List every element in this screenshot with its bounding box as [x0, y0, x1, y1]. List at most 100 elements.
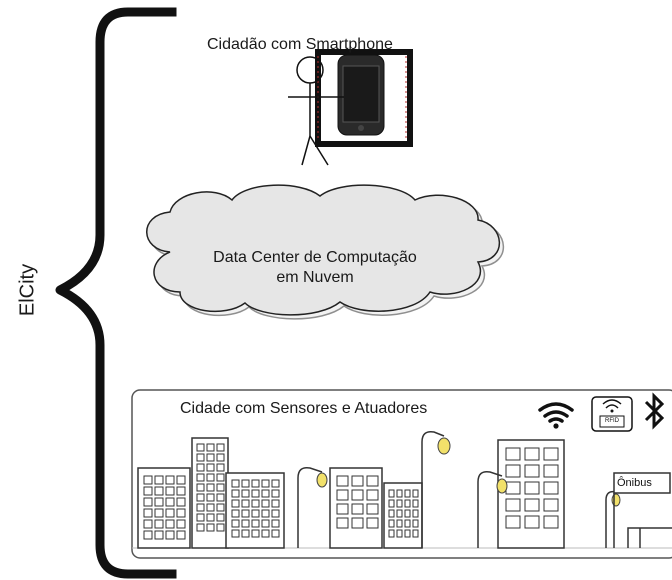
building-window [196, 493, 205, 502]
building-window [366, 489, 379, 501]
building-window [143, 519, 153, 529]
building-window [143, 497, 153, 507]
building-window [543, 481, 559, 495]
building-window [412, 499, 419, 508]
building-window [251, 499, 260, 508]
building-window [143, 486, 153, 496]
building-window [271, 499, 280, 508]
building-window [404, 489, 411, 498]
building-window [505, 447, 521, 461]
building-window [206, 523, 215, 532]
building-window [196, 513, 205, 522]
building-window [388, 499, 395, 508]
building-window [388, 529, 395, 538]
building-window [216, 523, 225, 532]
building-window [505, 464, 521, 478]
city-panel [131, 389, 672, 559]
bluetooth-icon [644, 392, 665, 430]
building-window [336, 489, 349, 501]
building-window [251, 479, 260, 488]
lamp-bulbs [316, 437, 621, 507]
building-window [251, 529, 260, 538]
building-window [196, 473, 205, 482]
building-window [206, 473, 215, 482]
building-window [271, 529, 280, 538]
building-window [196, 483, 205, 492]
building-window [412, 529, 419, 538]
building-window [261, 499, 270, 508]
building-window [196, 503, 205, 512]
building-window [216, 453, 225, 462]
building-window [524, 498, 540, 512]
building-window [366, 503, 379, 515]
wifi-icon [538, 402, 574, 423]
cloud-label: Data Center de Computação em Nuvem [200, 248, 430, 288]
building-window [396, 509, 403, 518]
building-window [396, 499, 403, 508]
building-window [206, 513, 215, 522]
building-window [206, 493, 215, 502]
building-window [176, 475, 186, 485]
building-window [241, 479, 250, 488]
elcity-label: ElCity [16, 263, 39, 317]
building-window [231, 519, 240, 528]
building-window [196, 463, 205, 472]
building-window [543, 447, 559, 461]
building-window [231, 509, 240, 518]
building-window [524, 447, 540, 461]
building-window [241, 509, 250, 518]
building-window [154, 508, 164, 518]
building-window [176, 519, 186, 529]
building-window [216, 483, 225, 492]
cloud-data-center [146, 184, 505, 320]
building-window [165, 497, 175, 507]
building-window [216, 493, 225, 502]
building-window [336, 475, 349, 487]
building-window [271, 509, 280, 518]
building-window [524, 515, 540, 529]
building-window [216, 513, 225, 522]
building-window [543, 498, 559, 512]
building-window [216, 473, 225, 482]
building-window [336, 517, 349, 529]
building-window [261, 489, 270, 498]
building-window [165, 530, 175, 540]
building-window [206, 453, 215, 462]
building-window [412, 509, 419, 518]
building-window [404, 509, 411, 518]
building-window [231, 529, 240, 538]
building-window [543, 515, 559, 529]
building-window [143, 475, 153, 485]
building-window [196, 453, 205, 462]
cloud-label-line1: Data Center de Computação [213, 249, 417, 266]
building-window [351, 489, 364, 501]
building-window [206, 463, 215, 472]
building-window [524, 481, 540, 495]
citizen-with-smartphone [288, 49, 413, 166]
building-window [165, 508, 175, 518]
building-window [206, 483, 215, 492]
building-window [524, 464, 540, 478]
citizen-label: Cidadão com Smartphone [207, 36, 393, 53]
building-window [351, 475, 364, 487]
building-window [543, 464, 559, 478]
building-window [404, 529, 411, 538]
building-window [206, 503, 215, 512]
building-window [396, 529, 403, 538]
building-window [404, 499, 411, 508]
building-window [231, 489, 240, 498]
building-window [154, 486, 164, 496]
building-window [251, 509, 260, 518]
building-window [216, 463, 225, 472]
building-window [196, 523, 205, 532]
building-window [176, 486, 186, 496]
building-window [143, 530, 153, 540]
building-window [176, 497, 186, 507]
rfid-icon [591, 396, 633, 432]
building-window [231, 479, 240, 488]
building-window [261, 519, 270, 528]
building-window [165, 519, 175, 529]
building-window [505, 481, 521, 495]
building-window [241, 519, 250, 528]
